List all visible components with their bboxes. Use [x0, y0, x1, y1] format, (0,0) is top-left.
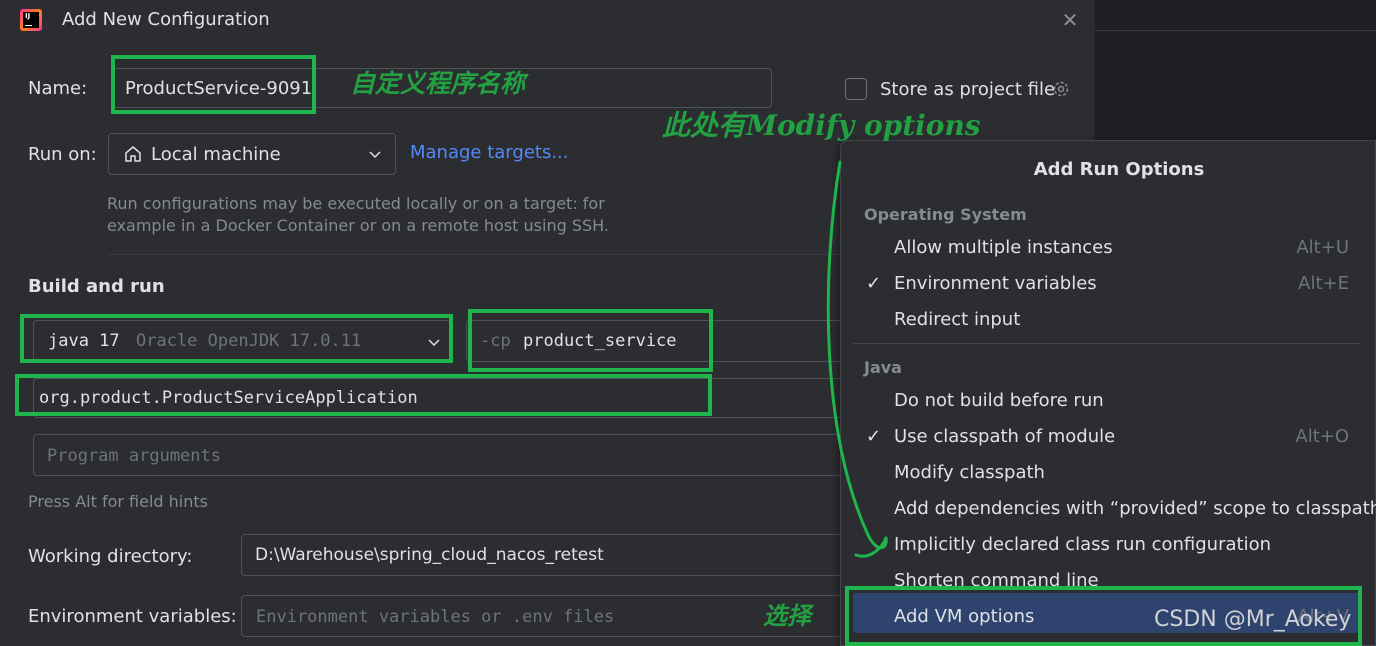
classpath-prefix: -cp — [480, 331, 511, 351]
option-shorten-command-line[interactable]: Shorten command line — [894, 570, 1099, 591]
option-add-vm-options[interactable]: Add VM options — [894, 606, 1035, 627]
intellij-logo-icon: IJ — [20, 9, 42, 31]
annotation-box-name — [111, 55, 316, 114]
run-on-dropdown[interactable]: Local machine — [108, 133, 396, 175]
name-field-value: ProductService-9091 — [125, 78, 313, 99]
run-on-label: Run on: — [28, 144, 97, 165]
shortcut-environment-variables: Alt+E — [1298, 273, 1349, 294]
option-environment-variables[interactable]: Environment variables — [894, 273, 1097, 294]
chevron-down-icon — [367, 146, 383, 162]
program-arguments-field[interactable]: Program arguments — [33, 434, 846, 476]
selected-item-highlight — [853, 593, 1361, 633]
annotation-box-classpath — [468, 309, 713, 372]
manage-targets-link[interactable]: Manage targets... — [410, 142, 569, 163]
chevron-down-icon — [426, 334, 442, 350]
watermark: CSDN @Mr_Aokey — [1154, 607, 1352, 632]
option-implicitly-declared-class[interactable]: Implicitly declared class run configurat… — [894, 534, 1271, 555]
jdk-version: java 17 — [48, 331, 120, 351]
store-as-project-label: Store as project file — [880, 79, 1056, 100]
classpath-value: product_service — [523, 331, 677, 351]
working-directory-label: Working directory: — [28, 546, 193, 567]
checkmark-icon: ✓ — [866, 273, 882, 294]
name-label: Name: — [28, 78, 88, 99]
annotation-box-jdk — [20, 314, 453, 363]
environment-variables-field[interactable]: Environment variables or .env files — [241, 595, 846, 637]
option-add-provided-dependencies[interactable]: Add dependencies with “provided” scope t… — [894, 498, 1376, 519]
working-directory-value: D:\Warehouse\spring_cloud_nacos_retest — [255, 545, 604, 565]
run-on-value: Local machine — [151, 144, 281, 165]
shortcut-add-vm-options: Alt+V — [1297, 606, 1349, 627]
option-allow-multiple-instances[interactable]: Allow multiple instances — [894, 237, 1113, 258]
shortcut-use-classpath: Alt+O — [1295, 426, 1349, 447]
run-on-hint-line-1: Run configurations may be executed local… — [107, 194, 605, 213]
add-run-options-popup: Add Run Options Operating System Allow m… — [840, 140, 1376, 646]
working-directory-field[interactable]: D:\Warehouse\spring_cloud_nacos_retest — [241, 534, 846, 576]
dialog-title: Add New Configuration — [62, 9, 270, 30]
gear-icon[interactable] — [1050, 78, 1072, 100]
option-do-not-build[interactable]: Do not build before run — [894, 390, 1104, 411]
jdk-dropdown[interactable]: java 17 Oracle OpenJDK 17.0.11 — [33, 320, 451, 362]
dialog-titlebar: IJ Add New Configuration ✕ — [0, 0, 1095, 40]
option-redirect-input[interactable]: Redirect input — [894, 309, 1021, 330]
classpath-field[interactable]: -cp product_service — [466, 320, 846, 362]
annotation-arrow — [826, 160, 888, 558]
popup-divider — [853, 343, 1361, 344]
section-divider — [108, 254, 848, 255]
annotation-custom-name: 自定义程序名称 — [350, 69, 526, 98]
annotation-box-main-class — [15, 374, 712, 416]
annotation-modify-options: 此处有Modify options — [662, 109, 981, 142]
field-hints-text: Press Alt for field hints — [28, 492, 208, 511]
environment-variables-label: Environment variables: — [28, 606, 237, 627]
environment-variables-placeholder: Environment variables or .env files — [256, 607, 615, 627]
close-icon[interactable]: ✕ — [1061, 8, 1079, 32]
popup-title: Add Run Options — [1033, 159, 1205, 180]
option-use-classpath-of-module[interactable]: Use classpath of module — [894, 426, 1116, 447]
annotation-select: 选择 — [763, 601, 811, 630]
name-field[interactable]: ProductService-9091 — [112, 68, 772, 108]
checkmark-icon: ✓ — [866, 426, 882, 447]
build-and-run-title: Build and run — [28, 276, 165, 297]
editor-divider — [1095, 30, 1376, 31]
home-icon — [123, 144, 143, 164]
shortcut-allow-multiple-instances: Alt+U — [1296, 237, 1349, 258]
group-java: Java — [864, 358, 902, 377]
store-as-project-checkbox[interactable] — [845, 78, 867, 100]
run-on-hint-line-2: example in a Docker Container or on a re… — [107, 216, 609, 235]
main-class-value: org.product.ProductServiceApplication — [39, 388, 418, 408]
jdk-detail: Oracle OpenJDK 17.0.11 — [136, 331, 362, 351]
annotation-box-add-vm-options — [845, 586, 1362, 646]
option-modify-classpath[interactable]: Modify classpath — [894, 462, 1045, 483]
program-arguments-placeholder: Program arguments — [47, 446, 221, 466]
group-operating-system: Operating System — [864, 205, 1027, 224]
